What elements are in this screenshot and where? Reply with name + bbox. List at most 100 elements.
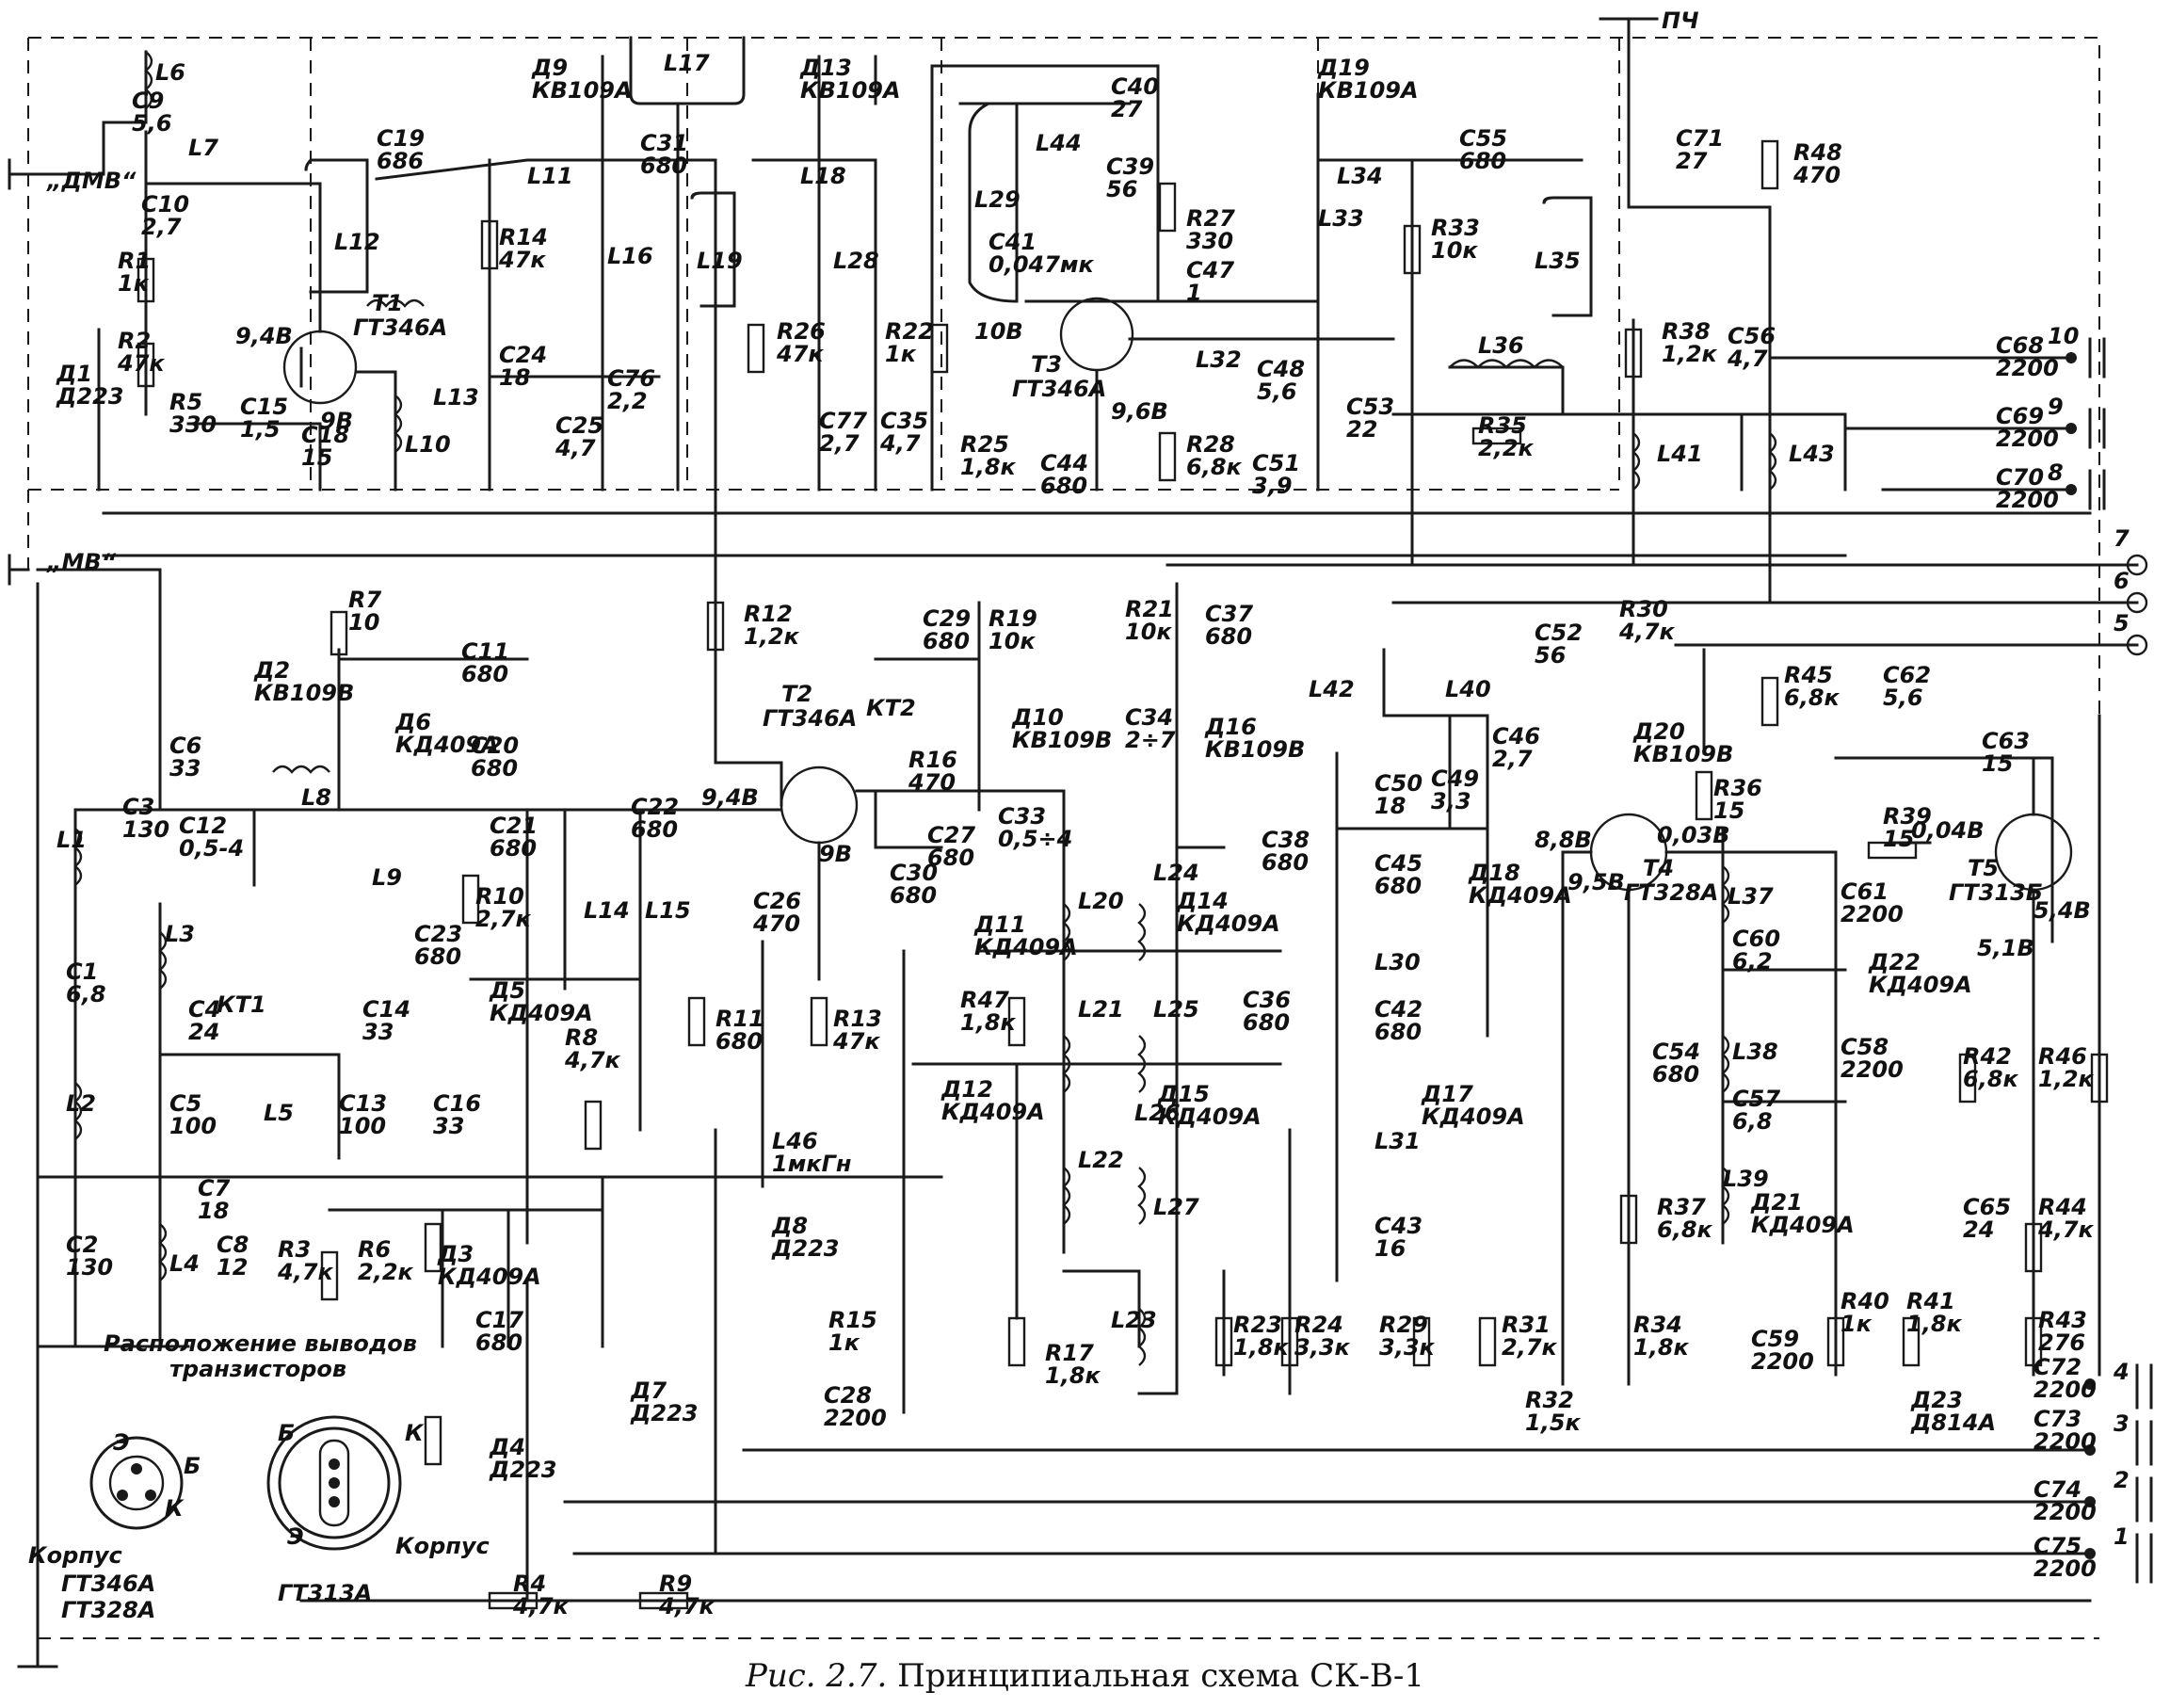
value-C37: 680 <box>1205 623 1252 650</box>
value-R6: 2,2к <box>358 1259 414 1285</box>
label-C68: C68 <box>1996 332 2044 359</box>
label-R46: R46 <box>2038 1043 2087 1070</box>
label-C72: C72 <box>2033 1354 2082 1380</box>
label-C75: C75 <box>2033 1533 2082 1559</box>
value-R17: 1,8к <box>1045 1362 1101 1389</box>
label-L2: L2 <box>66 1090 96 1117</box>
value-C61: 2200 <box>1840 901 1904 927</box>
shield-frame <box>27 37 2100 1639</box>
value-R19: 10к <box>989 628 1036 654</box>
value-R30: 4,7к <box>1618 619 1676 645</box>
value-C7: 18 <box>198 1198 229 1224</box>
value-R39: 15 <box>1883 826 1914 852</box>
label-C27: C27 <box>927 822 975 848</box>
label-C39: C39 <box>1106 153 1154 180</box>
pinout-pin-e-1: Э <box>113 1429 130 1456</box>
type-T2: ГТ346А <box>763 705 857 732</box>
label-C36: C36 <box>1243 987 1291 1013</box>
label-C20: C20 <box>471 733 519 759</box>
value-Д2: КВ109В <box>254 680 354 706</box>
connector-pin-7: 7 <box>2114 525 2130 552</box>
label-L43: L43 <box>1789 441 1835 467</box>
label-R47: R47 <box>960 987 1009 1013</box>
pinout-ge313 <box>266 1415 402 1551</box>
if-amplifier-stage <box>1335 648 2109 1386</box>
label-L1: L1 <box>56 827 87 853</box>
label-C61: C61 <box>1840 878 1889 905</box>
value-C5: 100 <box>169 1113 217 1139</box>
value-C27: 680 <box>927 845 974 871</box>
value-R25: 1,8к <box>960 454 1017 480</box>
label-C62: C62 <box>1883 662 1931 688</box>
type-T5: ГТ313Б <box>1949 879 2043 906</box>
label-R27: R27 <box>1186 205 1235 232</box>
label-L18: L18 <box>800 163 846 189</box>
label-C51: C51 <box>1252 450 1300 476</box>
value-C53: 22 <box>1346 416 1377 443</box>
pinout-left-name-2: ГТ328А <box>61 1597 155 1623</box>
label-Д20: Д20 <box>1632 718 1685 745</box>
label-R14: R14 <box>499 224 548 250</box>
label-R15: R15 <box>828 1307 877 1333</box>
label-R42: R42 <box>1963 1043 2012 1070</box>
label-L28: L28 <box>833 248 879 274</box>
value-Д10: КВ109В <box>1012 727 1112 753</box>
pinout-title-1: Расположение выводов <box>104 1330 417 1357</box>
label-R7: R7 <box>348 587 381 613</box>
voltage-T4-b: 8,8В <box>1535 827 1592 853</box>
label-Д23: Д23 <box>1910 1387 1963 1413</box>
bus-wires <box>17 511 2139 1668</box>
value-C59: 2200 <box>1751 1348 1814 1375</box>
output-if-label: ПЧ <box>1662 8 1698 34</box>
value-R10: 2,7к <box>475 906 532 932</box>
label-L32: L32 <box>1196 346 1242 373</box>
label-L16: L16 <box>607 243 653 269</box>
value-Д21: КД409А <box>1751 1212 1855 1238</box>
value-C51: 3,9 <box>1252 473 1293 499</box>
label-T5: T5 <box>1968 855 1999 881</box>
value-R47: 1,8к <box>960 1009 1017 1036</box>
value-C15: 1,5 <box>240 416 281 443</box>
voltage-T2-e: 9В <box>819 841 852 867</box>
caption-prefix: Рис. <box>745 1657 816 1695</box>
label-C21: C21 <box>490 813 538 839</box>
label-C33: C33 <box>998 803 1046 830</box>
value-R33: 10к <box>1431 237 1478 264</box>
connector-pin-1: 1 <box>2114 1523 2130 1550</box>
label-C18: C18 <box>301 422 349 448</box>
label-R6: R6 <box>358 1236 391 1263</box>
label-Д7: Д7 <box>630 1378 667 1404</box>
label-Д11: Д11 <box>973 911 1026 938</box>
label-C34: C34 <box>1125 704 1173 731</box>
label-L35: L35 <box>1535 248 1581 274</box>
label-C77: C77 <box>819 408 867 434</box>
label-C52: C52 <box>1535 620 1583 646</box>
value-C4: 24 <box>188 1019 219 1045</box>
label-Д1: Д1 <box>56 361 92 387</box>
value-C3: 130 <box>122 816 169 843</box>
value-C42: 680 <box>1374 1019 1422 1045</box>
label-L27: L27 <box>1153 1194 1199 1220</box>
pinout-case-1: Корпус <box>28 1542 122 1569</box>
value-R21: 10к <box>1125 619 1172 645</box>
figure-caption: Рис. 2.7. Принципиальная схема СК-В-1 <box>0 1657 2170 1695</box>
value-R5: 330 <box>169 411 217 438</box>
voltage-T3-b: 10В <box>974 318 1023 345</box>
label-R31: R31 <box>1502 1312 1551 1338</box>
caption-title: Принципиальная схема СК-В-1 <box>897 1657 1425 1695</box>
label-C25: C25 <box>555 412 603 439</box>
value-C57: 6,8 <box>1732 1108 1773 1135</box>
label-L10: L10 <box>405 431 451 458</box>
label-R5: R5 <box>169 389 202 415</box>
label-L12: L12 <box>334 229 380 255</box>
label-L24: L24 <box>1153 860 1199 886</box>
label-R16: R16 <box>908 747 957 773</box>
label-R40: R40 <box>1840 1288 1889 1314</box>
label-L29: L29 <box>974 186 1021 213</box>
label-R3: R3 <box>278 1236 311 1263</box>
label-R26: R26 <box>777 318 826 345</box>
value-Д14: КД409А <box>1177 910 1280 937</box>
label-R11: R11 <box>715 1006 764 1032</box>
dmv-input-stage <box>8 50 717 491</box>
label-L8: L8 <box>301 784 331 811</box>
